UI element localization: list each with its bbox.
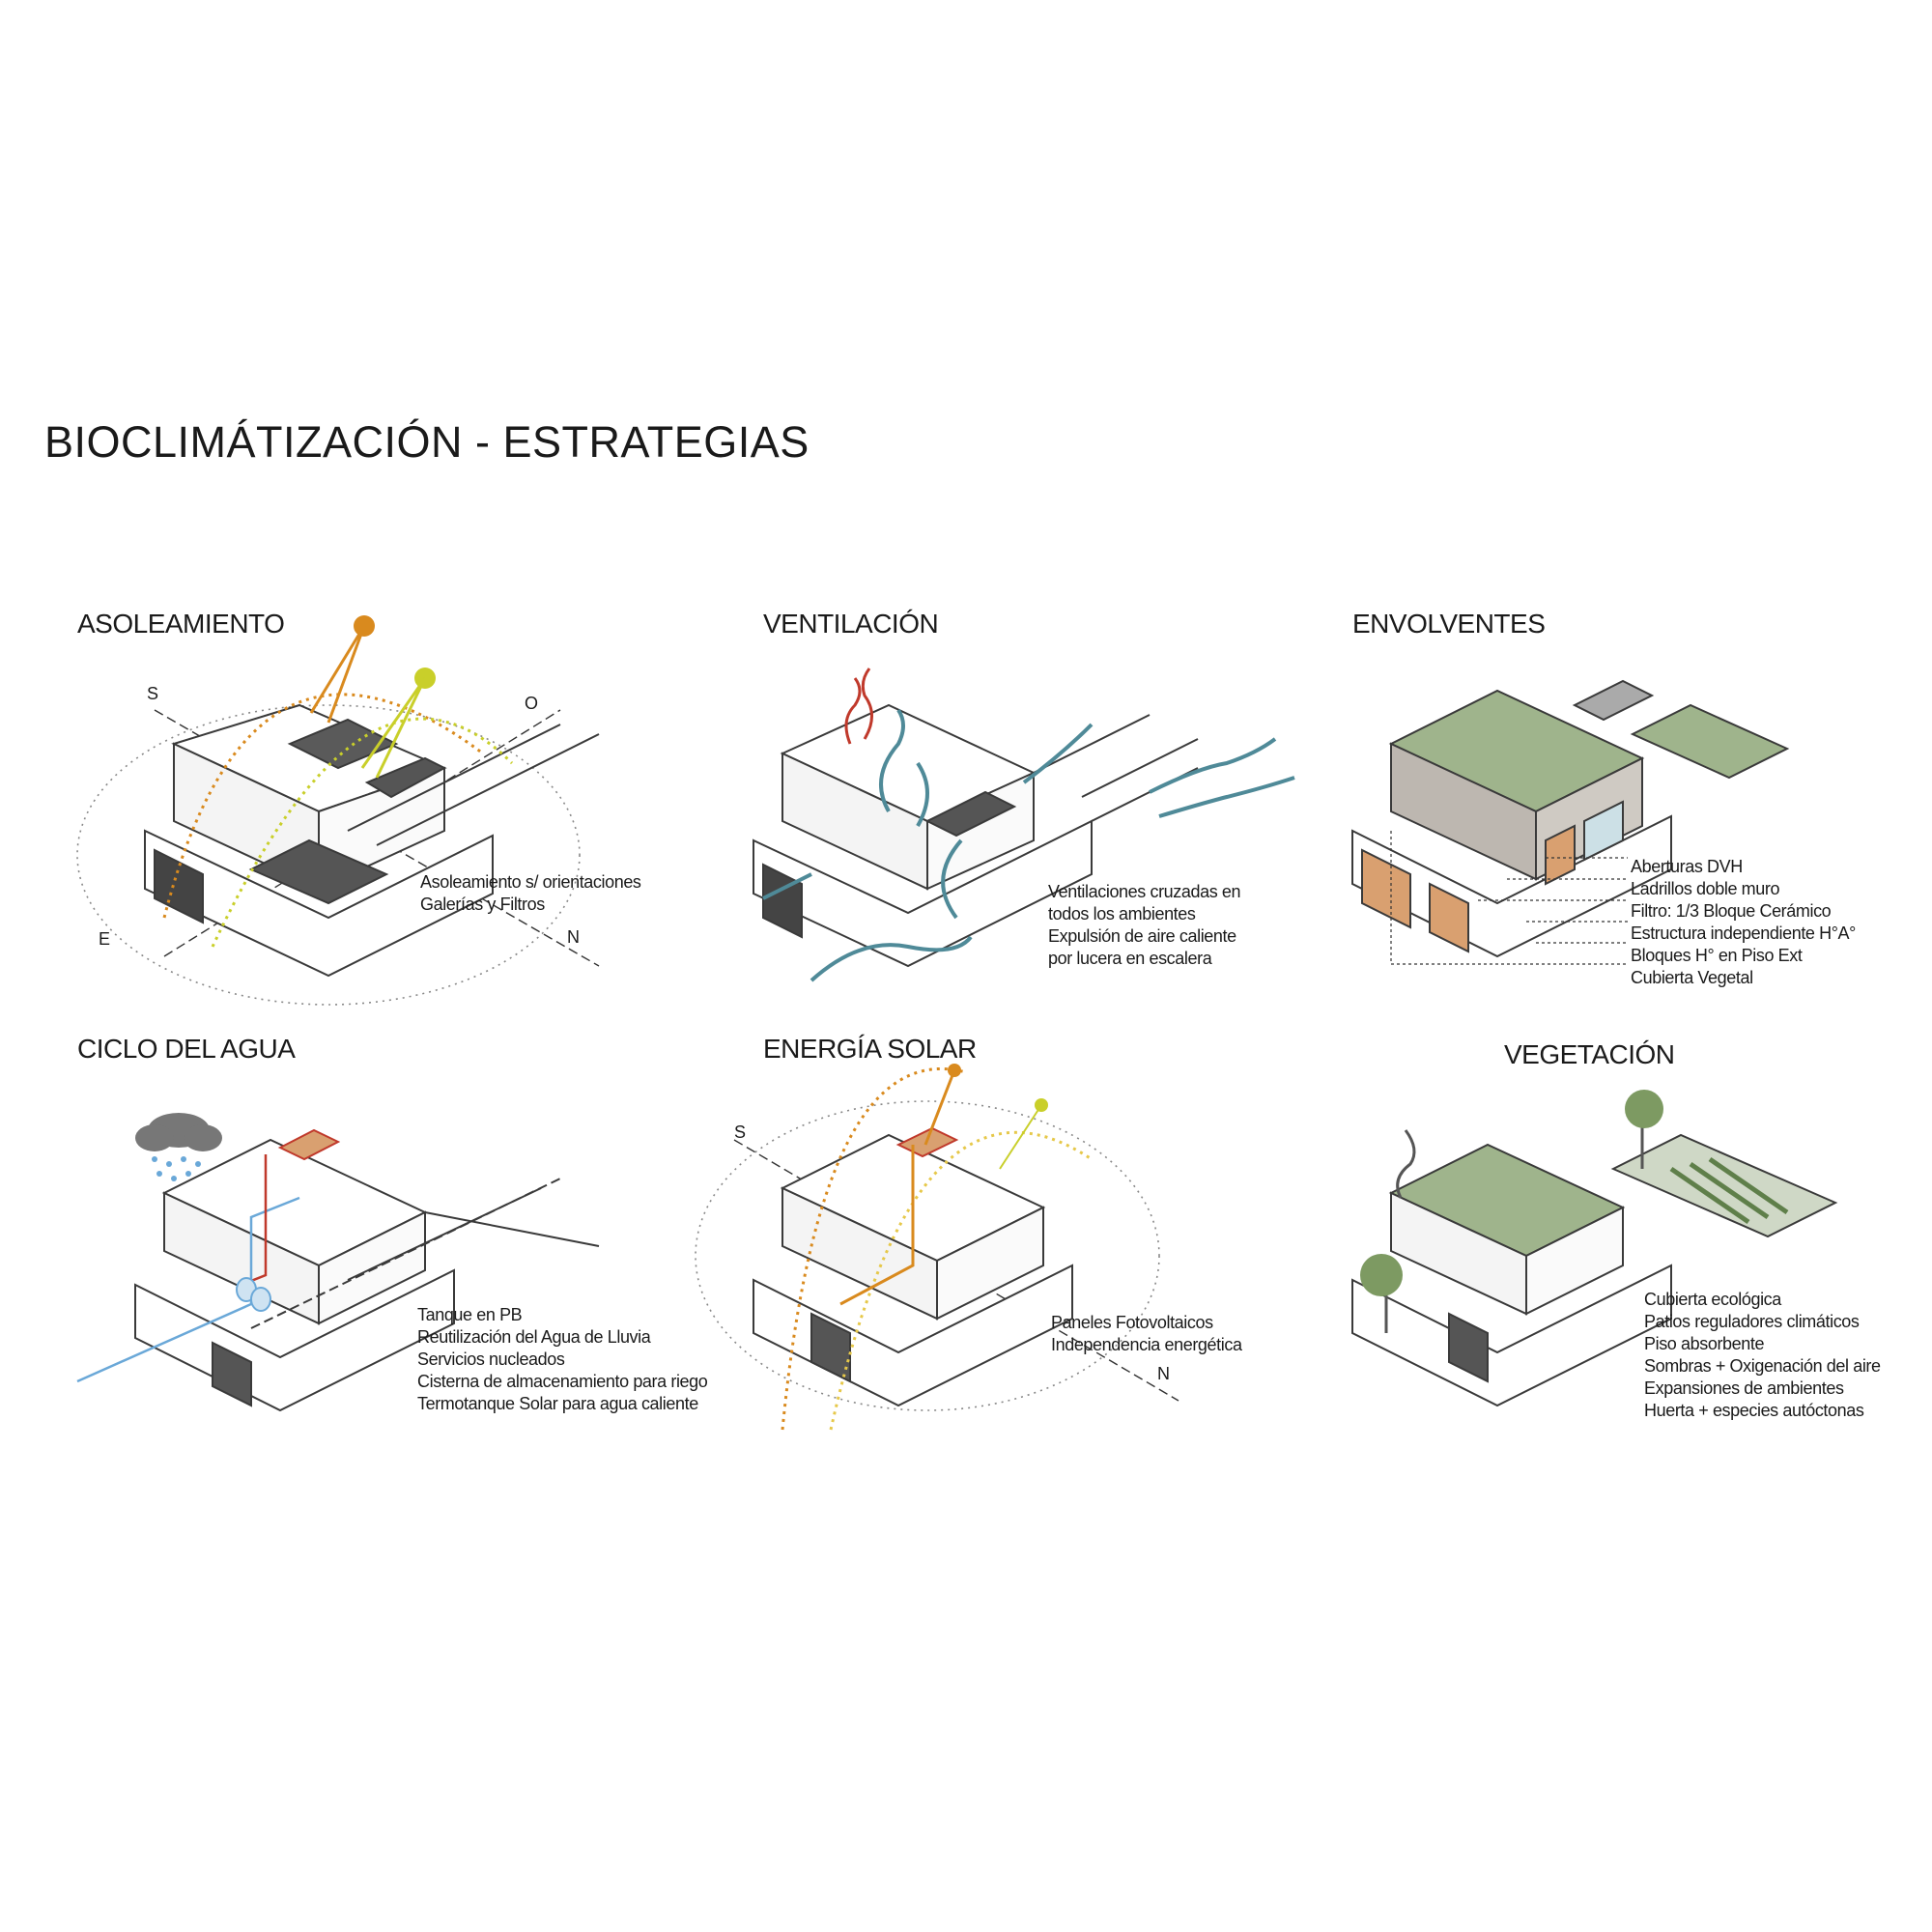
notes-energia-solar: Paneles Fotovoltaicos Independencia ener… [1051, 1312, 1242, 1356]
vegetacion-diagram [1351, 1090, 1838, 1407]
note-line: Ladrillos doble muro [1631, 879, 1780, 898]
sun-arc-summer [781, 1066, 967, 1431]
ventilacion-diagram [753, 668, 1295, 982]
note-line: Independencia energética [1051, 1335, 1242, 1354]
notes-ciclo-agua: Tanque en PB Reutilización del Agua de L… [417, 1304, 708, 1415]
energia-solar-diagram [695, 1064, 1179, 1431]
note-line: todos los ambientes [1048, 904, 1196, 923]
exhaust-arrow [1396, 1129, 1416, 1199]
notes-asoleamiento: Asoleamiento s/ orientaciones Galerías y… [420, 871, 641, 916]
notes-ventilacion: Ventilaciones cruzadas en todos los ambi… [1048, 881, 1241, 970]
note-line: Patios reguladores climáticos [1644, 1312, 1860, 1331]
energy-line [839, 1145, 915, 1306]
note-line: Aberturas DVH [1631, 857, 1743, 876]
note-line: Asoleamiento s/ orientaciones [420, 872, 641, 892]
note-line: Sombras + Oxigenación del aire [1644, 1356, 1881, 1376]
note-line: Estructura independiente H°A° [1631, 923, 1856, 943]
compass-o: O [525, 694, 539, 713]
panel-vegetacion: VEGETACIÓN Cubierta ecológica Patios reg… [1333, 1024, 1932, 1449]
panel-title-ventilacion: VENTILACIÓN [763, 609, 939, 639]
garden-rows [1669, 1156, 1789, 1225]
sun-path-ellipse [76, 704, 581, 1006]
air-flow-arrows [762, 708, 1295, 982]
house-model [144, 703, 600, 978]
panel-envolventes: ENVOLVENTES Aberturas DVH Ladrillos dobl… [1333, 599, 1932, 1024]
panel-asoleamiento: ASOLEAMIENTO S O E N Aso [58, 599, 657, 1024]
panel-title-asoleamiento: ASOLEAMIENTO [77, 609, 285, 639]
panel-ciclo-agua: CICLO DEL AGUA Tanque en [58, 1024, 708, 1449]
note-line: Ventilaciones cruzadas en [1048, 882, 1241, 901]
asoleamiento-diagram [76, 615, 600, 1006]
notes-vegetacion: Cubierta ecológica Patios reguladores cl… [1644, 1289, 1881, 1422]
note-line: Piso absorbente [1644, 1334, 1765, 1353]
page-title: BIOCLIMÁTIZACIÓN - ESTRATEGIAS [44, 417, 810, 467]
leader-lines [1390, 831, 1628, 965]
note-line: Expulsión de aire caliente [1048, 926, 1236, 946]
sun-arc-winter [829, 1131, 1093, 1431]
panel-ventilacion: VENTILACIÓN Ventilacione [744, 599, 1343, 1024]
compass-s: S [147, 684, 159, 703]
panel-title-energia-solar: ENERGÍA SOLAR [763, 1034, 977, 1064]
compass-n: N [567, 927, 580, 947]
note-line: Filtro: 1/3 Bloque Cerámico [1631, 901, 1832, 921]
tank-icon [236, 1277, 271, 1312]
note-line: Expansiones de ambientes [1644, 1378, 1844, 1398]
panel-energia-solar: ENERGÍA SOLAR S N Paneles Fotovoltaicos … [695, 1024, 1343, 1449]
axis-s-n [733, 1139, 1179, 1402]
note-line: Reutilización del Agua de Lluvia [417, 1327, 651, 1347]
panel-title-ciclo-agua: CICLO DEL AGUA [77, 1034, 296, 1064]
panel-title-vegetacion: VEGETACIÓN [1504, 1039, 1675, 1069]
panel-title-envolventes: ENVOLVENTES [1352, 609, 1546, 639]
sun-path-ellipse [695, 1100, 1160, 1411]
rain-cloud-icon [135, 1113, 222, 1181]
compass-n: N [1157, 1364, 1170, 1383]
note-line: Cubierta Vegetal [1631, 968, 1753, 987]
note-line: Bloques H° en Piso Ext [1631, 946, 1803, 965]
note-line: Huerta + especies autóctonas [1644, 1401, 1864, 1420]
house-model [134, 1128, 600, 1412]
sun-arc-summer [162, 693, 484, 919]
water-pipe [76, 1196, 300, 1383]
compass-e: E [99, 929, 111, 949]
house-model [753, 1126, 1073, 1407]
house-model [753, 703, 1199, 968]
note-line: Tanque en PB [417, 1305, 523, 1324]
note-line: Termotanque Solar para agua caliente [417, 1394, 698, 1413]
envolventes-diagram [1351, 679, 1790, 965]
hot-air-arrows [844, 668, 873, 745]
axis-s-n [154, 709, 600, 967]
note-line: Paneles Fotovoltaicos [1051, 1313, 1213, 1332]
ciclo-agua-diagram [76, 1113, 600, 1412]
notes-envolventes: Aberturas DVH Ladrillos doble muro Filtr… [1631, 856, 1856, 989]
note-line: Cisterna de almacenamiento para riego [417, 1372, 708, 1391]
house-model [1351, 679, 1790, 958]
note-line: Cubierta ecológica [1644, 1290, 1781, 1309]
tree-icon [1360, 1090, 1663, 1333]
compass-s: S [734, 1122, 747, 1142]
note-line: Galerías y Filtros [420, 895, 545, 914]
note-line: Servicios nucleados [417, 1350, 565, 1369]
note-line: por lucera en escalera [1048, 949, 1212, 968]
